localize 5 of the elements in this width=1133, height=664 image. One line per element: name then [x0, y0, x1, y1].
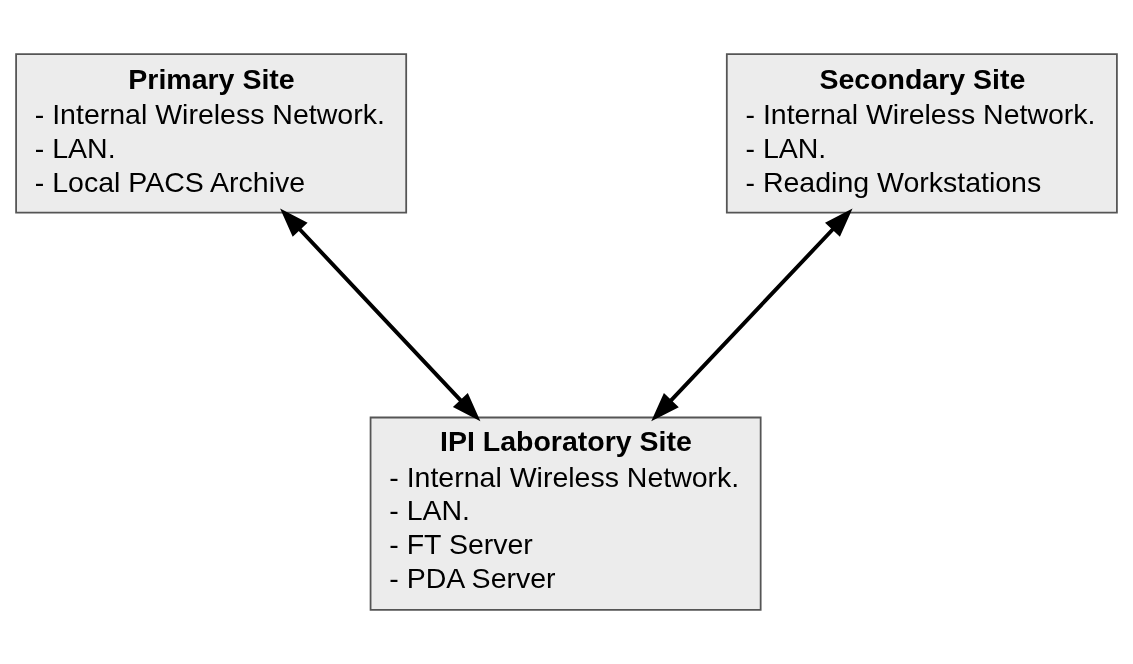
arrow [280, 208, 481, 422]
node-box: IPI Laboratory Site - Internal Wireless Network. - LAN. - FT Server - PDA Server [369, 416, 762, 611]
node-box: Primary Site - Internal Wireless Network. - LAN. - Local PACS Archive [15, 53, 408, 214]
arrow [651, 208, 853, 422]
node-box: Secondary Site - Internal Wireless Network. - LAN. - Reading Workstations [725, 53, 1118, 214]
